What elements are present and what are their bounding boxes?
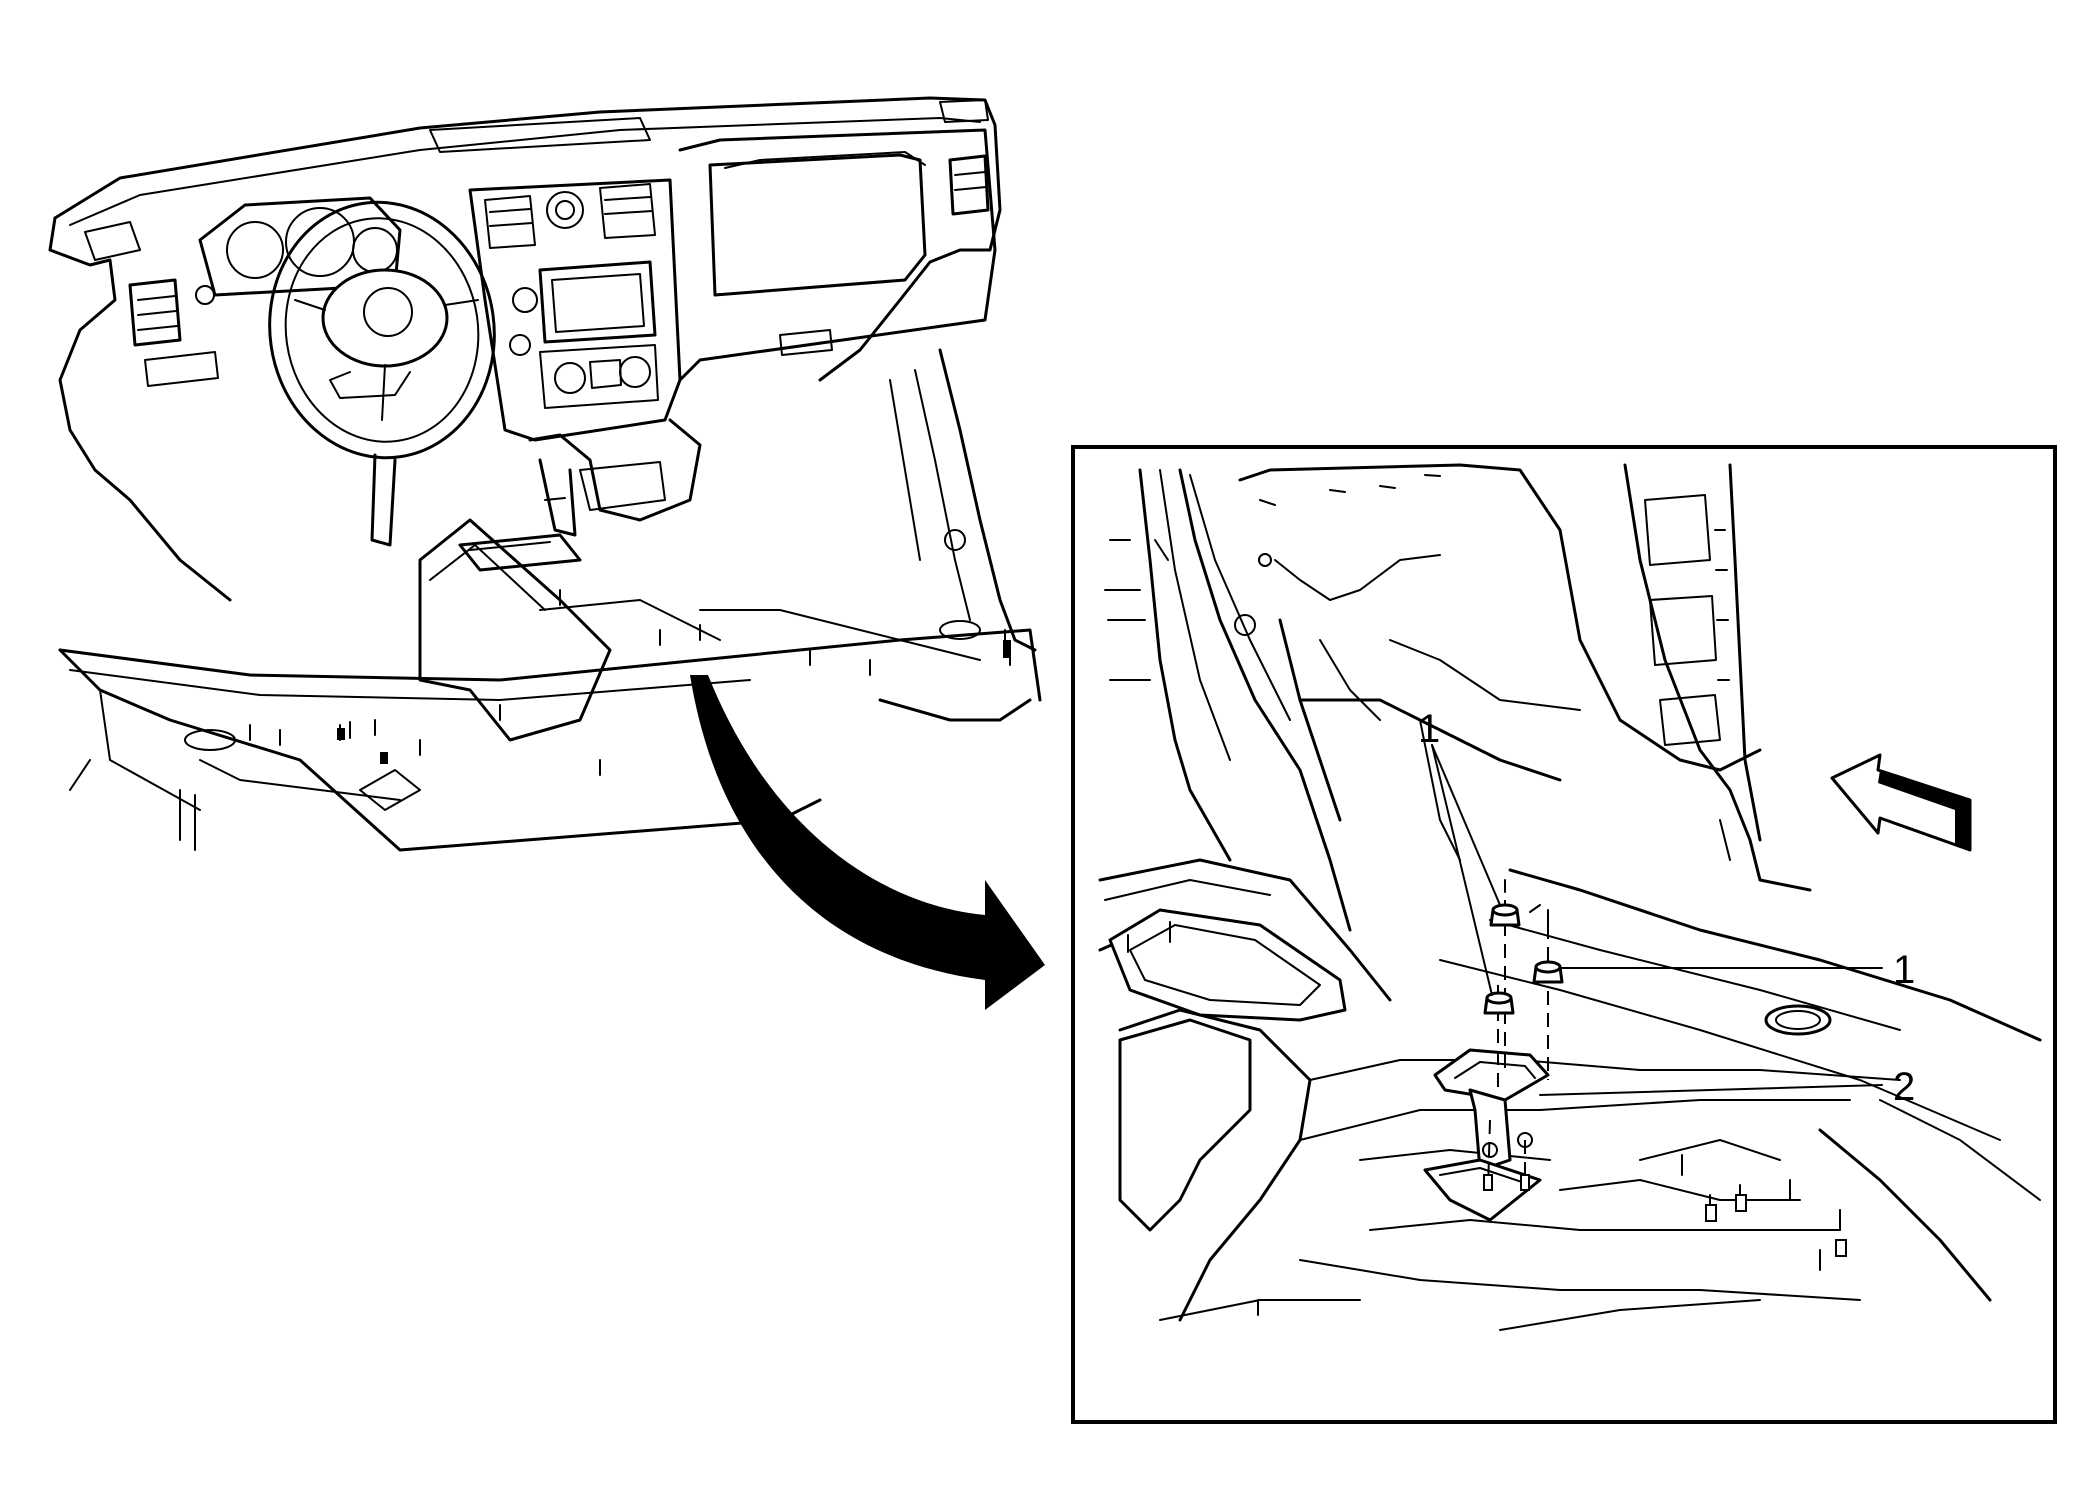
navigation-screen <box>538 260 657 344</box>
floor-studs <box>249 589 1011 776</box>
center-vent-left <box>484 195 536 249</box>
callout-label-1-top: 1 <box>1418 707 1440 751</box>
nut-2 <box>1532 960 1564 984</box>
right-air-vent <box>948 154 990 216</box>
climate-controls <box>539 344 659 409</box>
leader-1-top-a <box>1431 744 1501 906</box>
passenger-dash <box>678 128 997 382</box>
leader-1-top-b <box>1431 744 1493 996</box>
headlamp-switch <box>144 351 219 387</box>
floor-panel <box>58 518 1042 852</box>
view-direction-arrow <box>1830 753 1972 852</box>
detail-view: 1 1 2 <box>1071 445 2057 1424</box>
steering-column <box>370 453 397 547</box>
fasteners <box>1483 879 1564 1191</box>
glove-box-handle <box>779 329 833 356</box>
floor-cover-plate <box>458 533 582 572</box>
speaker-grille-right <box>939 99 989 123</box>
dashboard-top-edge <box>53 96 1002 382</box>
dashboard-upper-line <box>69 117 981 226</box>
nut-3 <box>1483 991 1515 1015</box>
vehicle-interior-overview <box>48 96 1042 852</box>
nut-1 <box>1489 903 1521 927</box>
dash-left-end <box>48 216 232 602</box>
left-air-vent <box>128 278 182 347</box>
leader-2 <box>1539 1084 1883 1096</box>
view-arrow <box>690 675 1045 1010</box>
callout-label-2: 2 <box>1893 1065 1915 1109</box>
right-a-pillar <box>938 348 1037 652</box>
left-vent-outline <box>84 221 141 261</box>
steering-wheel <box>268 200 496 460</box>
upper-glove-box <box>708 153 927 297</box>
callout-label-1-right: 1 <box>1893 948 1915 992</box>
defroster-vent <box>429 117 651 153</box>
center-vent-right <box>599 183 656 239</box>
console-bracket <box>1423 1048 1550 1222</box>
console-mount-area <box>528 418 702 537</box>
center-stack <box>468 178 682 442</box>
